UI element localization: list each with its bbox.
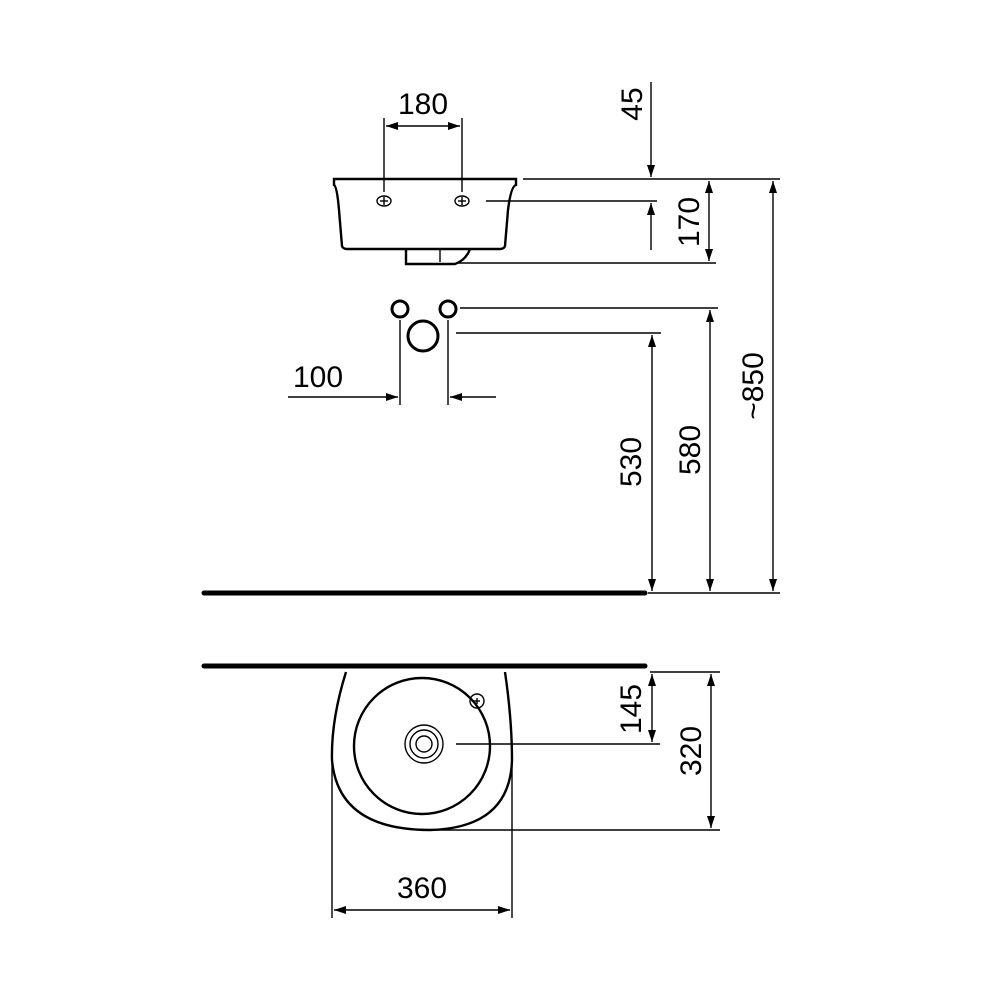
drain-icon bbox=[404, 724, 444, 764]
waste-outlet-icon bbox=[406, 319, 440, 353]
tap-hole-right-icon bbox=[454, 195, 470, 207]
supply-right-icon bbox=[438, 299, 458, 319]
dimension-label-100: 100 bbox=[293, 361, 343, 394]
dimension-supply-height: 580 bbox=[460, 307, 718, 591]
basin-plan-outline bbox=[330, 671, 514, 832]
dimension-label-320: 320 bbox=[675, 726, 708, 776]
dimension-label-360: 360 bbox=[397, 872, 447, 905]
tap-hole-left-icon bbox=[376, 195, 392, 207]
dimension-label-145: 145 bbox=[615, 684, 648, 734]
dimension-basin-height: 170 bbox=[458, 178, 716, 264]
dimension-basin-depth: 320 bbox=[430, 674, 720, 831]
front-view bbox=[332, 177, 518, 266]
dimension-label-850: ~850 bbox=[737, 352, 770, 420]
basin-front-outline bbox=[332, 177, 518, 251]
supply-left-icon bbox=[390, 299, 410, 319]
dimension-label-580: 580 bbox=[674, 425, 707, 475]
drain-tail-outline bbox=[404, 248, 472, 266]
dimension-label-530: 530 bbox=[615, 437, 648, 487]
dimension-label-45: 45 bbox=[616, 87, 649, 120]
dimension-overflow: 45 bbox=[486, 82, 657, 250]
dimension-label-180: 180 bbox=[398, 88, 448, 121]
dimension-supply-spacing: 100 bbox=[288, 320, 496, 405]
connection-points bbox=[390, 299, 458, 353]
dimension-overall-height: ~850 bbox=[648, 178, 780, 594]
dimension-basin-width: 360 bbox=[331, 760, 513, 918]
dimension-waste-height: 530 bbox=[456, 332, 661, 591]
tap-hole-plan-icon bbox=[469, 693, 485, 709]
plan-view bbox=[330, 671, 514, 832]
basin-bowl-outline bbox=[352, 676, 492, 816]
dimension-label-170: 170 bbox=[673, 197, 706, 247]
dimension-tap-spacing: 180 bbox=[383, 88, 463, 192]
dimension-drain-offset: 145 bbox=[456, 671, 720, 745]
